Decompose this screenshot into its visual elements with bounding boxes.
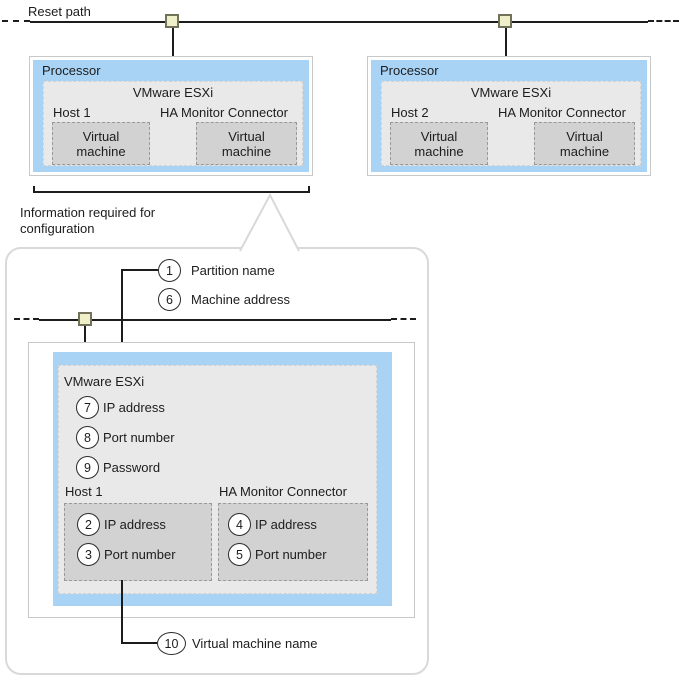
step-label-esxi-port: Port number	[103, 430, 175, 445]
processor-1-host-vm-label: Virtual machine	[76, 128, 126, 159]
processor-1-esxi-label: VMware ESXi	[132, 85, 214, 100]
processor-2-host-vm-label: Virtual machine	[414, 128, 464, 159]
bus-node-right	[498, 14, 512, 28]
step-label-connector-port: Port number	[255, 547, 327, 562]
bus-node-left	[165, 14, 179, 28]
step-circle-6: 6	[158, 288, 181, 311]
processor-2-esxi-box: VMware ESXi Host 2 HA Monitor Connector …	[381, 81, 641, 166]
step-label-esxi-password: Password	[103, 460, 161, 475]
processor-2-esxi-label: VMware ESXi	[470, 85, 552, 100]
step-label-esxi-ip: IP address	[103, 400, 165, 415]
reset-path-dash-left	[2, 20, 30, 22]
processor-box-1: Processor VMware ESXi Host 1 HA Monitor …	[29, 56, 313, 176]
step-label-machine-address: Machine address	[191, 292, 290, 307]
step-circle-3: 3	[77, 543, 100, 566]
bus-drop-left	[172, 28, 174, 56]
step-circle-9: 9	[76, 456, 99, 479]
step-circle-7: 7	[76, 396, 99, 419]
processor-1-esxi-box: VMware ESXi Host 1 HA Monitor Connector …	[43, 81, 303, 166]
item1-connector-v	[121, 269, 123, 354]
step-label-host-port: Port number	[104, 547, 176, 562]
processor-1-connector-label: HA Monitor Connector	[160, 105, 288, 120]
processor-2-host-vm-box: Virtual machine	[390, 122, 488, 165]
step-circle-5: 5	[228, 543, 251, 566]
info-note-line1: Information required for	[20, 205, 156, 220]
network-dash-right	[391, 318, 416, 320]
detail-esxi-title: VMware ESXi	[64, 374, 145, 389]
processor-1-host-vm-box: Virtual machine	[52, 122, 150, 165]
network-node	[78, 312, 92, 326]
step-label-vm-name: Virtual machine name	[192, 636, 318, 651]
detail-host-title: Host 1	[65, 484, 103, 499]
bus-drop-right	[505, 28, 507, 56]
step-circle-10: 10	[157, 632, 186, 655]
network-drop	[84, 326, 86, 354]
detail-connector-title: HA Monitor Connector	[219, 484, 347, 499]
step-label-partition-name: Partition name	[191, 263, 275, 278]
processor-1-panel: Processor VMware ESXi Host 1 HA Monitor …	[33, 60, 309, 172]
step-circle-1: 1	[158, 259, 181, 282]
processor-1-host-label: Host 1	[53, 105, 91, 120]
processor-2-connector-label: HA Monitor Connector	[498, 105, 626, 120]
network-dash-left	[14, 318, 39, 320]
processor-1-title: Processor	[42, 63, 101, 78]
reset-path-dash-right	[648, 20, 679, 22]
step-label-host-ip: IP address	[104, 517, 166, 532]
callout-pointer	[239, 192, 300, 252]
network-line	[39, 319, 391, 321]
info-note-line2: configuration	[20, 221, 95, 236]
reset-path-line	[30, 21, 648, 23]
processor-1-connector-vm-box: Virtual machine	[196, 122, 297, 165]
processor-1-connector-vm-label: Virtual machine	[221, 128, 272, 159]
processor-2-title: Processor	[380, 63, 439, 78]
processor-2-connector-vm-label: Virtual machine	[559, 128, 610, 159]
step-circle-2: 2	[77, 513, 100, 536]
processor-2-host-label: Host 2	[391, 105, 429, 120]
step-label-connector-ip: IP address	[255, 517, 317, 532]
item1-connector-h	[121, 269, 158, 271]
scope-bracket	[33, 186, 310, 193]
item10-connector-h	[121, 642, 157, 644]
processor-2-connector-vm-box: Virtual machine	[534, 122, 635, 165]
step-circle-4: 4	[228, 513, 251, 536]
item10-connector-v	[121, 580, 123, 644]
step-circle-8: 8	[76, 426, 99, 449]
reset-path-label: Reset path	[28, 4, 91, 19]
detail-connector-box	[218, 503, 368, 581]
processor-2-panel: Processor VMware ESXi Host 2 HA Monitor …	[371, 60, 647, 172]
processor-box-2: Processor VMware ESXi Host 2 HA Monitor …	[367, 56, 651, 176]
